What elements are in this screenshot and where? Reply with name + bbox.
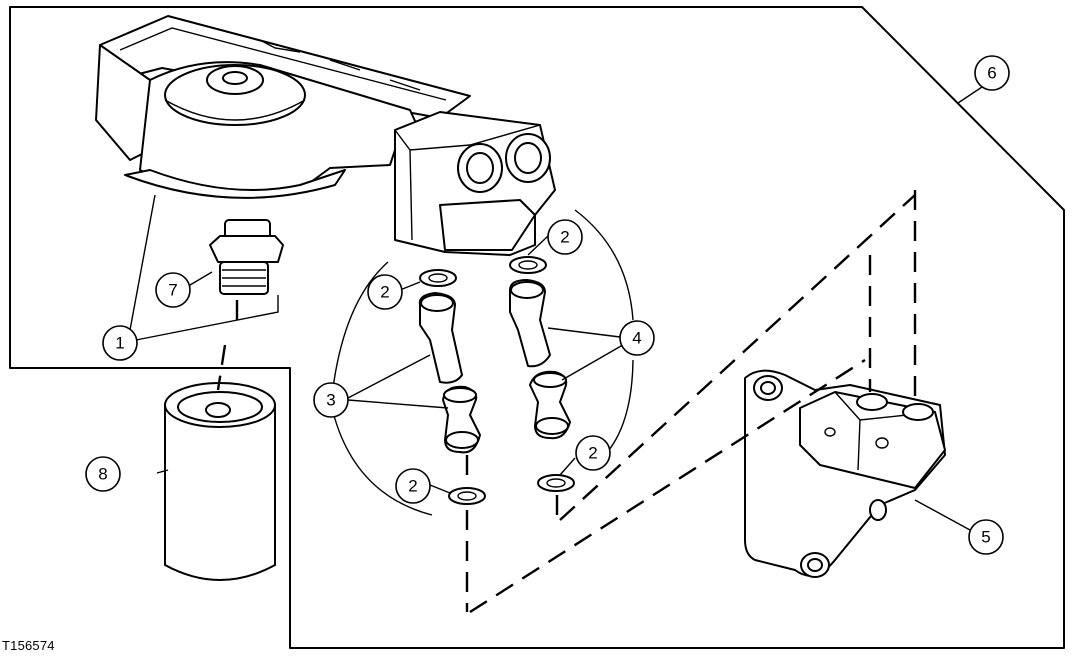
leader-lines <box>129 84 986 531</box>
callout-2-lower-right: 2 <box>575 435 611 471</box>
callout-8: 8 <box>85 456 121 492</box>
o-rings <box>419 256 575 505</box>
callout-7-label: 7 <box>168 281 177 300</box>
right-elbow-tubes <box>509 279 571 440</box>
mounting-bracket <box>744 369 946 578</box>
figure-id-label: T156574 <box>2 638 55 653</box>
filter-base-housing <box>95 15 556 256</box>
callout-3-label: 3 <box>326 391 335 410</box>
callout-1: 1 <box>102 325 138 361</box>
callout-6: 6 <box>974 55 1010 91</box>
nipple-fitting <box>209 219 284 295</box>
callout-2-label: 2 <box>380 283 389 302</box>
callout-8-label: 8 <box>98 465 107 484</box>
assembly-centerlines <box>216 190 917 614</box>
left-elbow-tubes <box>418 292 481 454</box>
callout-1-label: 1 <box>115 334 124 353</box>
callout-4: 4 <box>619 320 655 356</box>
callout-7: 7 <box>155 272 191 308</box>
callout-5: 5 <box>968 519 1004 555</box>
callout-2-label: 2 <box>588 444 597 463</box>
kit-boundary-outline <box>9 6 1065 649</box>
callout-2-upper-left: 2 <box>367 274 403 310</box>
callout-4-label: 4 <box>632 329 641 348</box>
callout-2-label: 2 <box>408 477 417 496</box>
callout-2-label: 2 <box>560 228 569 247</box>
spin-on-filter <box>164 382 276 581</box>
callout-6-label: 6 <box>987 64 996 83</box>
callout-2-upper-right: 2 <box>547 219 583 255</box>
callout-2-lower-left: 2 <box>395 468 431 504</box>
callout-5-label: 5 <box>981 528 990 547</box>
callout-3: 3 <box>313 382 349 418</box>
